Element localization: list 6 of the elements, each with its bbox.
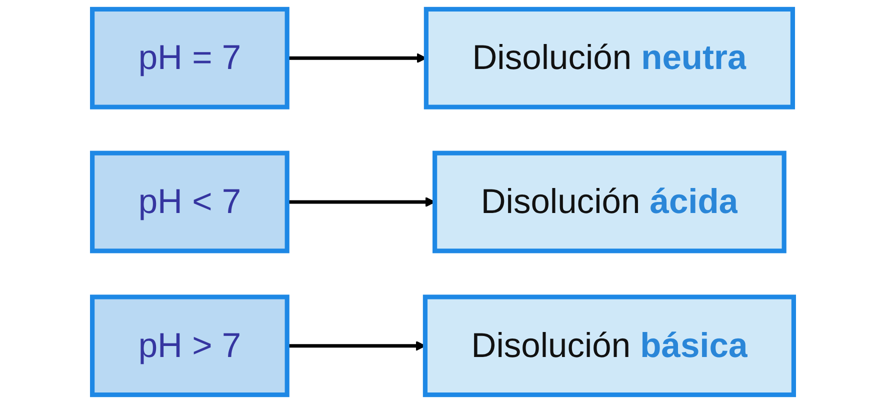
node-box: pH > 7 bbox=[90, 294, 290, 398]
node-box: pH < 7 bbox=[90, 150, 290, 254]
node-box: pH = 7 bbox=[90, 6, 290, 110]
node-box: Disolución ácida bbox=[432, 150, 786, 254]
node-box: Disolución básica bbox=[422, 294, 796, 398]
node-box: Disolución neutra bbox=[424, 6, 795, 110]
